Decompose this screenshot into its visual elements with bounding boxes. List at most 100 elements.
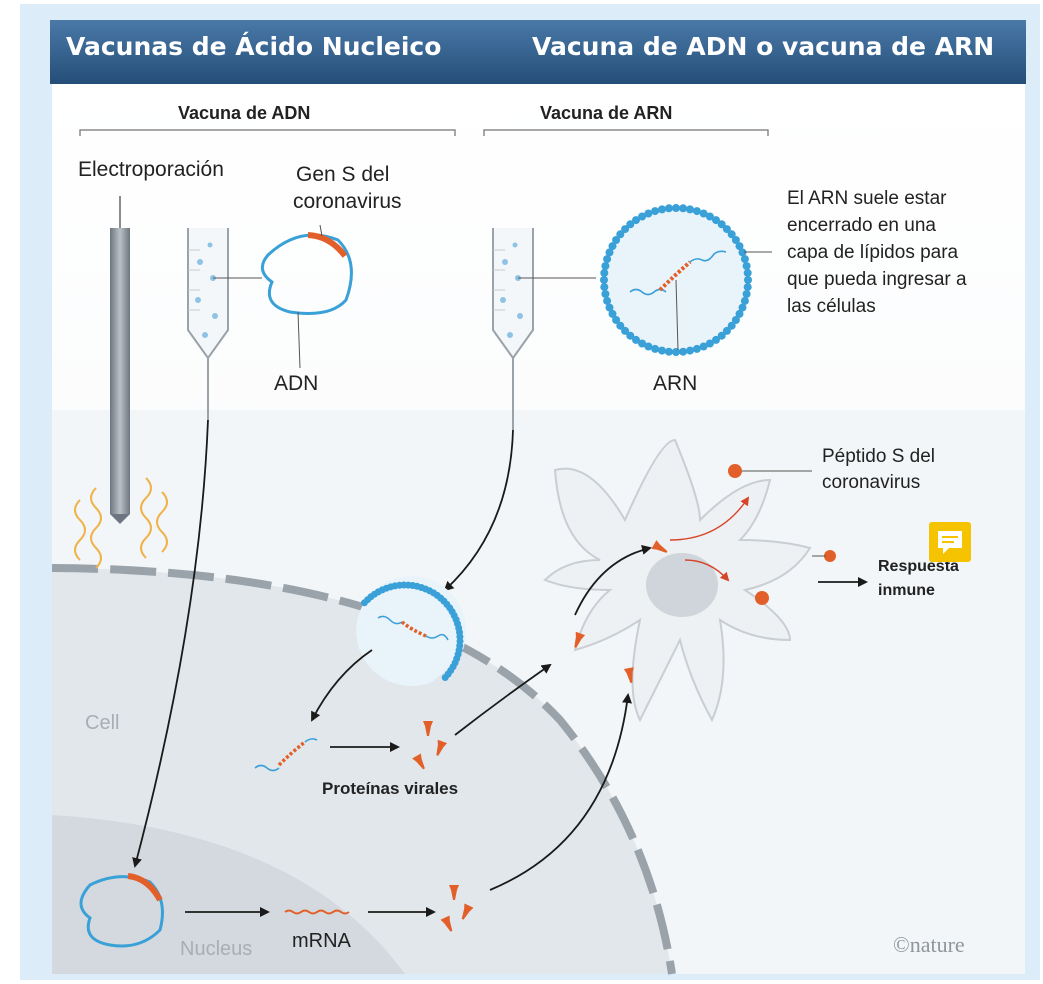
lipid-dot: [632, 335, 640, 344]
lipid-dot: [600, 283, 609, 292]
lipid-dot: [743, 268, 752, 277]
lipid-dot: [601, 290, 610, 298]
lipid-dot: [441, 674, 449, 681]
lipid-dot: [705, 339, 714, 348]
lipid-dot: [740, 255, 749, 264]
lipid-dot: [608, 242, 617, 251]
lipid-dot: [626, 331, 635, 340]
rna-note-line3: capa de lípidos para: [787, 242, 959, 263]
lipid-dot: [742, 262, 751, 270]
lipid-dot: [742, 290, 751, 298]
lipid-dot: [605, 303, 614, 312]
gene-s-label-line2: coronavirus: [293, 190, 402, 213]
lipid-dot: [727, 230, 736, 239]
rna-note-line5: las células: [787, 296, 876, 317]
vesicle-in-cell: [356, 576, 467, 687]
header-title-right: Vacuna de ADN o vacuna de ARN: [532, 32, 995, 61]
mrna-strand: [284, 909, 350, 915]
gene-s-label-line1: Gen S del: [296, 163, 390, 186]
peptide-label-line1: Péptido S del: [822, 446, 936, 467]
lipid-dot: [621, 326, 630, 335]
nature-credit: ©nature: [893, 932, 965, 957]
lipid-dot: [626, 220, 635, 229]
lipid-dot: [644, 209, 653, 218]
cell-label: Cell: [85, 712, 120, 734]
lipid-dot: [651, 207, 660, 216]
electroporation-needle: [110, 228, 130, 514]
arrow-protein-out: [454, 663, 552, 736]
immune-response-line2: inmune: [878, 582, 935, 599]
arrow-rna-to-cell: [443, 429, 514, 592]
lipid-dot: [717, 331, 726, 340]
rna-note-line2: encerrado en una: [787, 215, 936, 236]
lipid-dot: [740, 296, 749, 305]
gene-s-segment: [307, 232, 348, 258]
lipid-dot: [735, 242, 744, 251]
lipid-dot: [612, 316, 621, 324]
adn-label: ADN: [274, 372, 319, 395]
lipid-dot: [727, 321, 736, 330]
lipid-dot: [699, 342, 708, 351]
dendritic-nucleus: [646, 553, 718, 617]
lipid-dot: [651, 344, 660, 353]
lipid-dot: [638, 212, 647, 221]
lipid-dot: [616, 321, 625, 330]
lipid-dot: [686, 346, 694, 355]
lipid-dot: [600, 268, 609, 277]
lipid-dot: [605, 248, 614, 257]
lipid-dot: [712, 216, 720, 225]
rna-vial: [492, 228, 534, 360]
lipid-dot: [712, 335, 720, 344]
lipid-dot: [608, 309, 617, 318]
rna-bracket: [483, 129, 769, 136]
rna-note-line1: El ARN suele estar: [787, 188, 947, 209]
lipid-dot: [743, 283, 752, 292]
nucleus-label: Nucleus: [180, 938, 253, 960]
lipid-dot: [705, 212, 714, 221]
lipid-dot: [686, 205, 694, 214]
lipid-dot: [722, 326, 731, 335]
comment-bubble-icon[interactable]: [929, 522, 971, 562]
header-title-left: Vacunas de Ácido Nucleico: [66, 32, 442, 61]
lipid-dot: [612, 236, 621, 244]
lipid-dot: [679, 347, 688, 356]
lipid-dot: [621, 225, 630, 234]
arrow-nucleus-protein-out: [489, 693, 632, 891]
immune-response-line1: Respuesta: [878, 558, 959, 575]
lipid-dot: [722, 225, 731, 234]
lipid-dot: [672, 204, 680, 212]
lipid-dot: [672, 348, 680, 356]
lipid-dot: [658, 205, 666, 214]
lipid-dot: [644, 342, 653, 351]
arrow-into-dc: [574, 545, 652, 616]
arrow-release-rna: [311, 649, 373, 722]
lipid-dot: [735, 309, 744, 318]
lipid-dot: [664, 347, 673, 356]
lipid-dot: [699, 209, 708, 218]
nucleus-body: [52, 815, 405, 974]
lipid-dot: [738, 248, 747, 257]
electroporation-label: Electroporación: [78, 158, 224, 181]
lipid-dot: [738, 303, 747, 312]
peptide-label-line2: coronavirus: [822, 472, 921, 493]
header-bar: [50, 20, 1026, 84]
rna-note-line4: que pueda ingresar a: [787, 269, 967, 290]
section-dna-label: Vacuna de ADN: [178, 103, 311, 123]
lipid-dot: [638, 339, 647, 348]
lipid-dot: [632, 216, 640, 225]
electric-waves: [74, 477, 168, 569]
lipid-dot: [692, 344, 701, 353]
lipid-dot: [731, 236, 740, 244]
lipid-dot: [601, 262, 610, 270]
cell-membrane: [51, 564, 676, 975]
lipid-dot: [616, 230, 625, 239]
lipid-dot: [664, 204, 673, 213]
lipid-dot: [603, 255, 612, 264]
lipid-dot: [744, 276, 752, 284]
viral-proteins-label: Proteínas virales: [322, 779, 459, 798]
lipid-dot: [600, 276, 608, 284]
lipid-dot: [731, 316, 740, 324]
dna-bracket: [79, 129, 456, 136]
